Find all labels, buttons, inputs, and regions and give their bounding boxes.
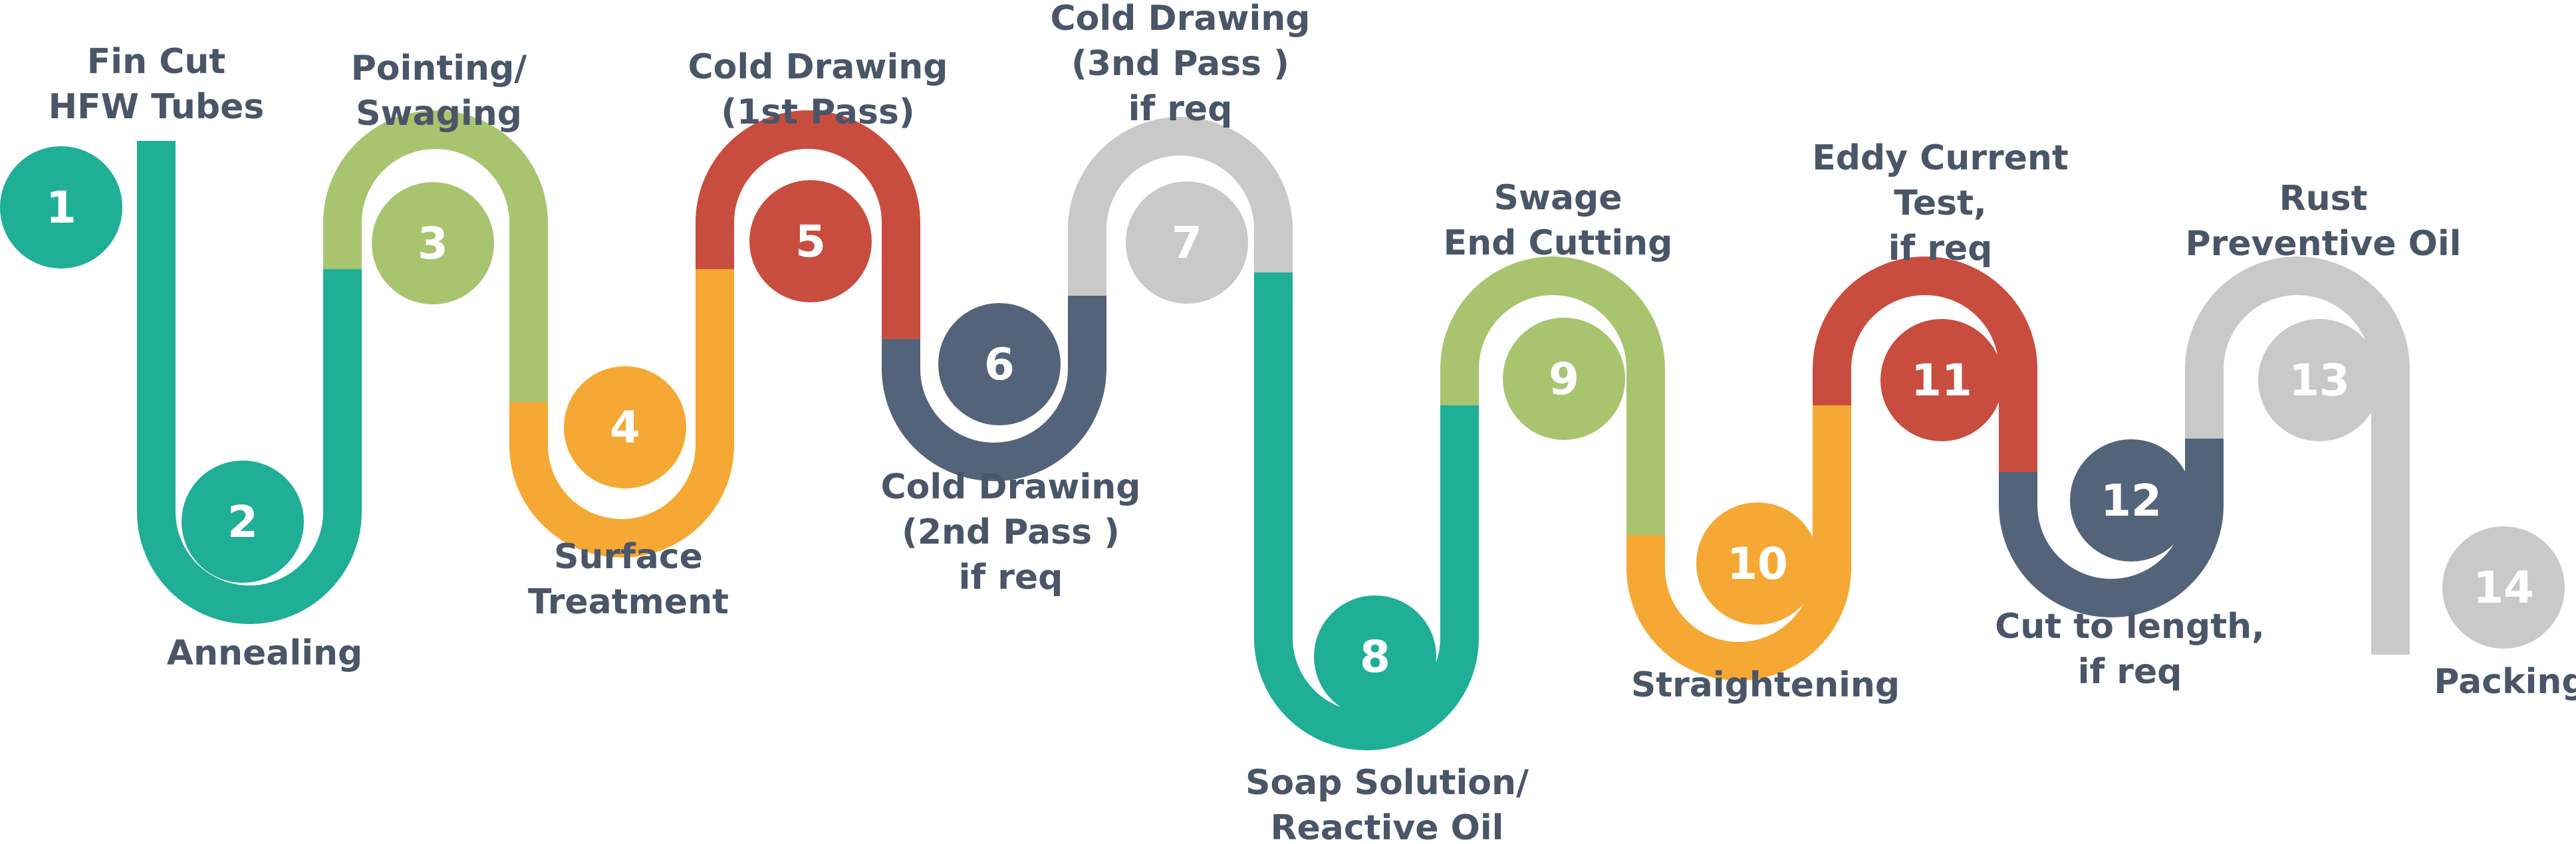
step-1-label-line: Fin Cut bbox=[87, 42, 226, 82]
step-6-circle bbox=[938, 303, 1061, 425]
step-6-number: 6 bbox=[984, 339, 1015, 390]
step-3-label: Pointing/Swaging bbox=[351, 49, 527, 134]
step-10-label: Straightening bbox=[1631, 665, 1900, 705]
step-13-number: 13 bbox=[2289, 355, 2350, 406]
pipe-segment-1 bbox=[137, 141, 362, 624]
step-8-circle bbox=[1314, 595, 1436, 718]
step-5-label-line: Cold Drawing bbox=[688, 47, 948, 87]
process-pipe-path bbox=[137, 110, 2410, 750]
step-8-label: Soap Solution/Reactive Oil bbox=[1245, 763, 1529, 844]
pipe-segment-9 bbox=[1440, 257, 1665, 535]
step-12-number: 12 bbox=[2101, 475, 2162, 526]
step-11-label-line: Test, bbox=[1894, 183, 1986, 223]
step-8-label-line: Reactive Oil bbox=[1270, 808, 1503, 844]
step-9-label-line: Swage bbox=[1493, 178, 1622, 218]
step-3-circle bbox=[372, 182, 494, 304]
step-9-circle bbox=[1503, 318, 1625, 440]
step-1-number: 1 bbox=[46, 182, 76, 233]
step-6-label-line: (2nd Pass ) bbox=[902, 512, 1120, 552]
step-9-label-line: End Cutting bbox=[1444, 223, 1673, 263]
step-4-label-line: Surface bbox=[554, 537, 703, 577]
step-7-label-line: Cold Drawing bbox=[1050, 0, 1310, 39]
step-5-label: Cold Drawing (1st Pass) bbox=[688, 47, 948, 132]
pipe-segment-4 bbox=[509, 269, 734, 558]
step-8-label-line: Soap Solution/ bbox=[1245, 763, 1529, 803]
step-4-circle bbox=[564, 366, 686, 488]
step-7-label: Cold Drawing (3nd Pass ) if req bbox=[1050, 0, 1310, 129]
pipe-segment-13 bbox=[2185, 257, 2410, 655]
step-2-circle bbox=[182, 461, 304, 583]
step-3-label-line: Swaging bbox=[356, 94, 522, 134]
pipe-segment-8 bbox=[1254, 272, 1479, 750]
step-7-label-line: if req bbox=[1128, 89, 1233, 129]
step-13-label-line: Preventive Oil bbox=[2185, 224, 2461, 264]
step-9-number: 9 bbox=[1549, 354, 1579, 405]
pipe-segment-7 bbox=[1068, 117, 1293, 296]
step-7-label-line: (3nd Pass ) bbox=[1071, 44, 1289, 84]
step-14-label: Packing bbox=[2434, 662, 2576, 702]
step-14-number: 14 bbox=[2473, 562, 2534, 613]
step-10-label-line: Straightening bbox=[1631, 665, 1900, 705]
step-4-number: 4 bbox=[610, 402, 640, 453]
pipe-segment-3 bbox=[323, 110, 548, 402]
step-11-label-line: Eddy Current bbox=[1812, 138, 2069, 178]
step-3-label-line: Pointing/ bbox=[351, 49, 527, 88]
step-1-circle bbox=[0, 146, 122, 268]
pipe-segment-10 bbox=[1626, 405, 1851, 681]
step-11-number: 11 bbox=[1911, 355, 1972, 406]
step-2-label-line: Annealing bbox=[167, 633, 363, 673]
pipe-segment-6 bbox=[882, 296, 1106, 481]
step-7-number: 7 bbox=[1172, 217, 1202, 268]
step-6-label: Cold Drawing (2nd Pass ) if req bbox=[880, 467, 1140, 597]
step-4-label-line: Treatment bbox=[528, 582, 729, 622]
step-13-circle bbox=[2258, 319, 2381, 441]
step-12-label-line: Cut to length, bbox=[1995, 607, 2265, 647]
pipe-segment-12 bbox=[1999, 439, 2224, 617]
step-2-label: Annealing bbox=[167, 633, 363, 673]
step-2-number: 2 bbox=[227, 496, 258, 548]
step-1-label-line: HFW Tubes bbox=[49, 87, 265, 127]
step-5-label-line: (1st Pass) bbox=[721, 92, 914, 132]
step-12-label-line: if req bbox=[2078, 652, 2182, 692]
pipe-segment-11 bbox=[1813, 257, 2037, 472]
step-5-number: 5 bbox=[795, 216, 826, 267]
step-3-number: 3 bbox=[418, 218, 448, 269]
step-14-label-line: Packing bbox=[2434, 662, 2576, 702]
step-7-circle bbox=[1126, 181, 1248, 304]
step-5-circle bbox=[749, 180, 872, 302]
step-13-label-line: Rust bbox=[2279, 179, 2368, 219]
step-14-circle bbox=[2442, 526, 2565, 649]
pipe-segment-5 bbox=[696, 110, 920, 339]
step-11-label-line: if req bbox=[1888, 229, 1993, 268]
step-6-label-line: Cold Drawing bbox=[880, 467, 1140, 507]
step-10-circle bbox=[1696, 502, 1819, 625]
step-12-label: Cut to length, if req bbox=[1995, 607, 2265, 692]
step-10-number: 10 bbox=[1727, 538, 1788, 589]
step-8-number: 8 bbox=[1360, 631, 1390, 683]
step-6-label-line: if req bbox=[959, 558, 1063, 597]
step-12-circle bbox=[2070, 439, 2192, 562]
step-11-circle bbox=[1880, 319, 2003, 441]
